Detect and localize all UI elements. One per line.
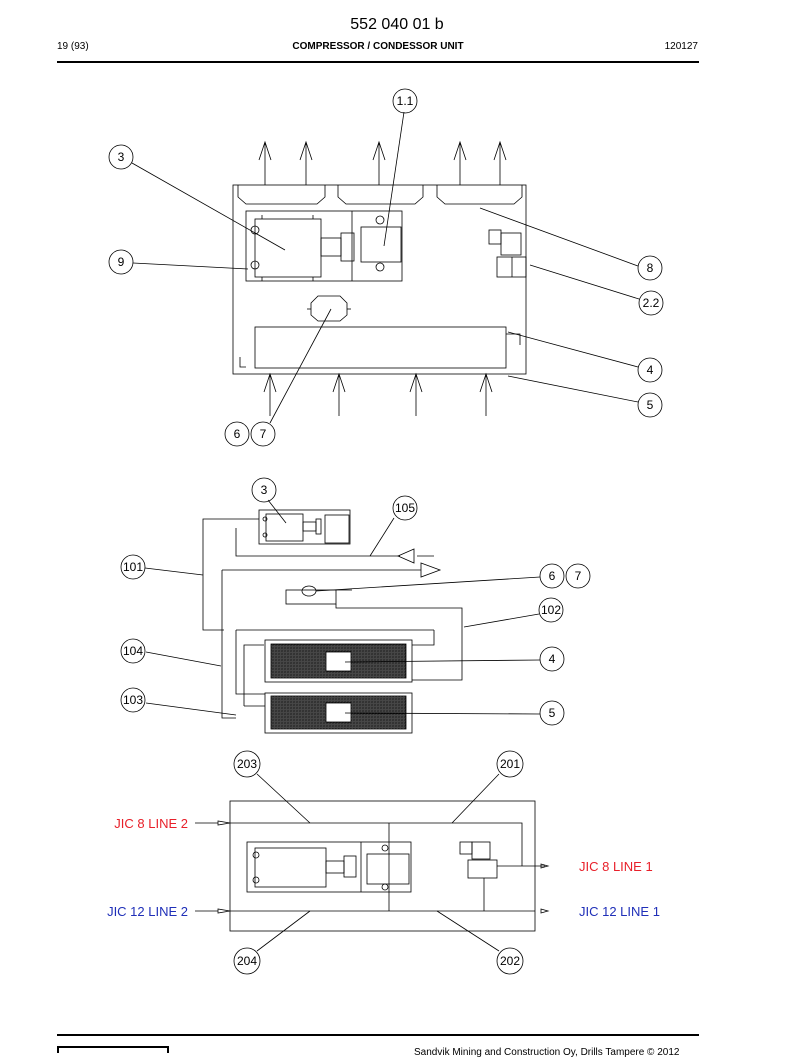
callout-label: 202 [500, 954, 520, 968]
callout-2-2 [638, 290, 664, 316]
jic12-line1-label: JIC 12 LINE 1 [579, 904, 660, 919]
callout-102 [538, 597, 564, 623]
callout-label: 5 [549, 706, 556, 720]
callout-label: 6 [234, 427, 241, 441]
fan-1 [237, 185, 326, 205]
magnetic-clutch [360, 226, 402, 263]
jic8-line1-label: JIC 8 LINE 1 [579, 859, 653, 874]
header-rule [57, 61, 699, 63]
callout-204 [233, 947, 261, 975]
fan-3 [436, 185, 523, 205]
callout-3 [108, 144, 134, 170]
callout-label: 105 [395, 501, 415, 515]
callout-label: 4 [647, 363, 654, 377]
callout-101 [120, 554, 146, 580]
callout-201 [496, 750, 524, 778]
schematic-view: 3 105 101 6 7 102 104 4 103 5 [120, 477, 591, 734]
callout-label: 4 [549, 652, 556, 666]
callout-3 [251, 477, 277, 503]
callout-103 [120, 687, 146, 713]
callout-label: 5 [647, 398, 654, 412]
callout-label: 103 [123, 693, 143, 707]
compressor-plate [245, 210, 403, 282]
callout-6 [224, 421, 250, 447]
callout-6 [539, 563, 565, 589]
airflow-arrows-out [258, 140, 507, 185]
unit-outline [229, 800, 536, 932]
callout-5 [539, 700, 565, 726]
jic12-line2-label: JIC 12 LINE 2 [107, 904, 188, 919]
callout-label: 1.1 [397, 94, 414, 108]
callout-label: 201 [500, 757, 520, 771]
callout-203 [233, 750, 261, 778]
callout-label: 9 [118, 255, 125, 269]
callout-label: 101 [123, 560, 143, 574]
callout-202 [496, 947, 524, 975]
callout-label: 204 [237, 954, 257, 968]
footer-rule [57, 1034, 699, 1036]
company-logo [57, 1046, 169, 1053]
callout-5 [637, 392, 663, 418]
callout-7 [250, 421, 276, 447]
callout-105 [392, 495, 418, 521]
callout-4 [539, 646, 565, 672]
callout-label: 104 [123, 644, 143, 658]
callout-label: 3 [118, 150, 125, 164]
callout-label: 102 [541, 603, 561, 617]
callout-label: 8 [647, 261, 654, 275]
unit-frame [232, 184, 527, 375]
compressor-body [254, 218, 322, 278]
condenser [254, 326, 507, 369]
callout-label: 6 [549, 569, 556, 583]
callout-label: 7 [260, 427, 267, 441]
callout-7 [565, 563, 591, 589]
page-title: COMPRESSOR / CONDESSOR UNIT [292, 41, 464, 52]
connection-view: 203 201 204 202 JIC 8 LINE 2 JIC 8 LINE … [107, 750, 660, 975]
callout-label: 2.2 [643, 296, 660, 310]
callout-label: 203 [237, 757, 257, 771]
page-number: 19 (93) [57, 41, 89, 52]
jic8-line2-label: JIC 8 LINE 2 [114, 816, 188, 831]
fan-2 [337, 185, 424, 205]
airflow-arrows-in [263, 372, 493, 416]
date-code: 120127 [664, 41, 698, 52]
callout-label: 7 [575, 569, 582, 583]
callout-9 [108, 249, 134, 275]
pressure-switch [496, 256, 527, 278]
callout-8 [637, 255, 663, 281]
callout-4 [637, 357, 663, 383]
callout-1-1 [392, 88, 418, 114]
callout-104 [120, 638, 146, 664]
callout-label: 3 [261, 483, 268, 497]
top-view: 1.1 3 9 8 2.2 4 5 6 7 [108, 88, 664, 447]
document-number: 552 040 01 b [350, 16, 444, 33]
